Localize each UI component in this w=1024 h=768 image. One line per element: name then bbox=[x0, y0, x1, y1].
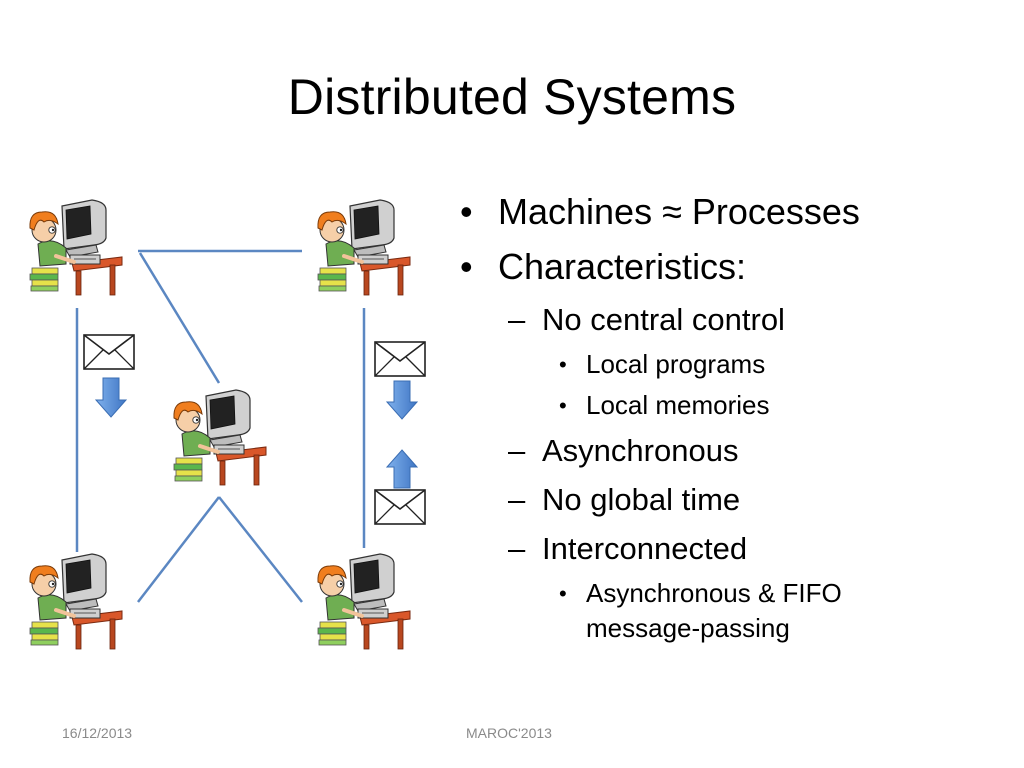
link-center-bottom-left bbox=[137, 496, 220, 603]
bullet-item: Characteristics: bbox=[458, 243, 928, 291]
envelope-icon bbox=[83, 334, 135, 370]
sub-sub-bullet-item: Local programs bbox=[458, 347, 928, 382]
person-at-computer-icon bbox=[27, 552, 124, 651]
arrow-up-icon bbox=[385, 449, 419, 489]
person-at-computer-icon bbox=[315, 552, 412, 651]
person-at-computer-icon bbox=[315, 198, 412, 297]
bullet-list: Machines ≈ Processes Characteristics: No… bbox=[458, 184, 928, 652]
sub-bullet-item: Asynchronous bbox=[458, 429, 928, 473]
slide-title: Distributed Systems bbox=[287, 69, 737, 125]
footer-event: MAROC'2013 bbox=[466, 725, 552, 741]
sub-sub-bullet-item: Local memories bbox=[458, 388, 928, 423]
sub-bullet-item: Interconnected bbox=[458, 527, 928, 571]
link-top-left-center bbox=[138, 252, 221, 384]
footer-date: 16/12/2013 bbox=[62, 725, 133, 741]
envelope-icon bbox=[374, 489, 426, 525]
person-at-computer-icon bbox=[27, 198, 124, 297]
link-center-bottom-right bbox=[218, 496, 303, 603]
sub-bullet-item: No central control bbox=[458, 298, 928, 342]
arrow-down-icon bbox=[385, 380, 419, 420]
network-diagram bbox=[27, 198, 426, 651]
person-at-computer-icon bbox=[171, 388, 268, 487]
sub-sub-bullet-item: Asynchronous & FIFO message-passing bbox=[458, 576, 886, 646]
bullet-item: Machines ≈ Processes bbox=[458, 188, 928, 236]
arrow-down-icon bbox=[94, 377, 128, 418]
sub-bullet-item: No global time bbox=[458, 478, 928, 522]
envelope-icon bbox=[374, 341, 426, 377]
